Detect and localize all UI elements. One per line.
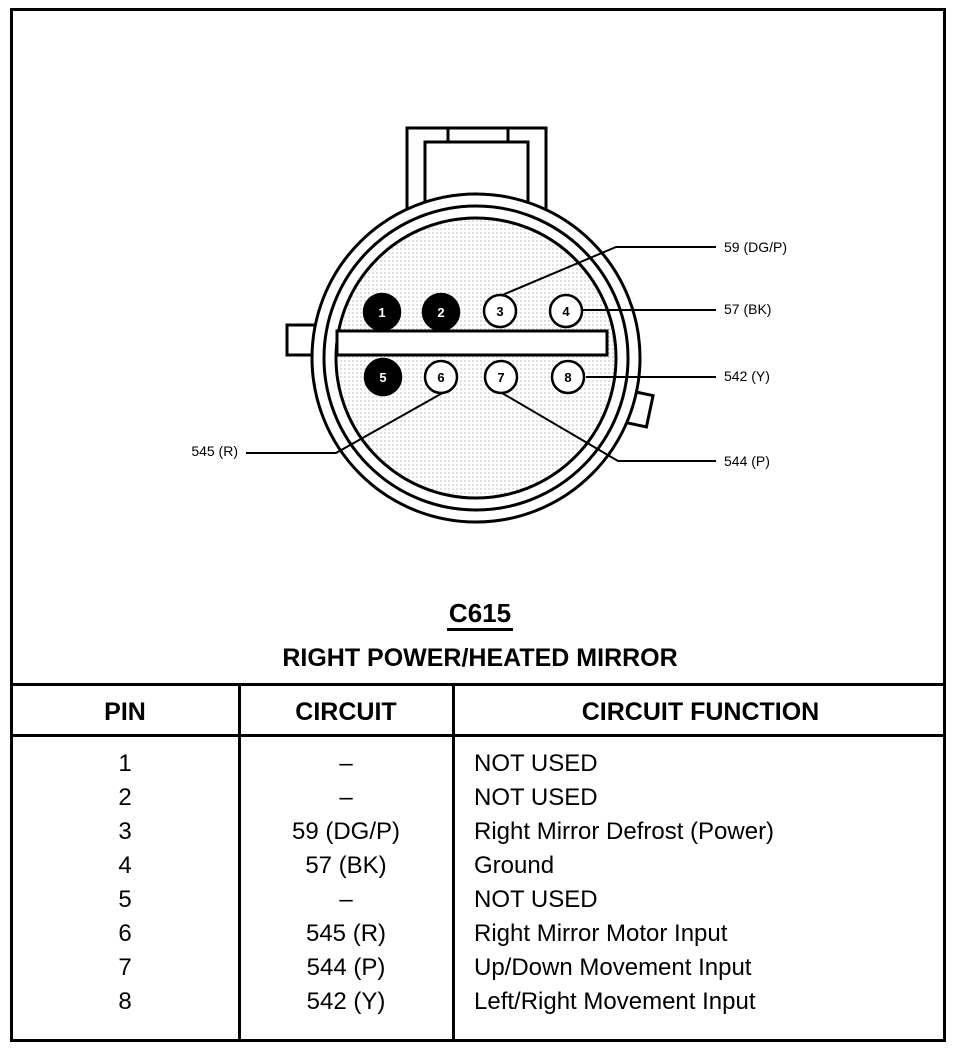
svg-text:7: 7 [497, 370, 504, 385]
row-5-function: NOT USED [474, 886, 598, 913]
pin-7: 7 [483, 359, 519, 395]
row-3-circuit: 59 (DG/P) [291, 818, 401, 845]
connector-id: C615 [0, 598, 960, 631]
wire-label-59: 59 (DG/P) [724, 239, 787, 255]
row-7-pin: 7 [118, 954, 132, 981]
wire-label-542: 542 (Y) [724, 368, 770, 384]
row-8-function: Left/Right Movement Input [474, 988, 756, 1015]
row-4-function: Ground [474, 852, 555, 879]
table-divider-1 [238, 685, 241, 1039]
pin-2: 2 [421, 292, 461, 332]
row-3-pin: 3 [118, 818, 132, 845]
pin-4: 4 [548, 293, 584, 329]
row-5-circuit: – [339, 886, 353, 913]
row-6-function: Right Mirror Motor Input [474, 920, 728, 947]
row-4-pin: 4 [118, 852, 132, 879]
pin-3: 3 [482, 293, 518, 329]
svg-text:3: 3 [496, 304, 503, 319]
row-3-function: Right Mirror Defrost (Power) [474, 818, 775, 845]
row-1-circuit: – [339, 750, 353, 777]
header-circuit-function: CIRCUIT FUNCTION [581, 698, 820, 726]
svg-text:8: 8 [564, 370, 571, 385]
row-2-circuit: – [339, 784, 353, 811]
svg-text:2: 2 [437, 305, 444, 320]
connector-housing [285, 126, 655, 524]
header-pin: PIN [104, 698, 146, 726]
wire-label-57: 57 (BK) [724, 301, 771, 317]
header-circuit: CIRCUIT [295, 698, 397, 726]
table-header-separator [10, 734, 946, 737]
table-top-border [10, 683, 946, 686]
figure-frame [10, 8, 946, 1042]
row-7-function: Up/Down Movement Input [474, 954, 752, 981]
pin-5: 5 [363, 357, 403, 397]
wire-label-545: 545 (R) [191, 443, 238, 459]
table-divider-2 [452, 685, 455, 1039]
pin-8: 8 [550, 359, 586, 395]
pin-6: 6 [423, 359, 459, 395]
connector-id-text: C615 [446, 598, 514, 631]
row-2-pin: 2 [118, 784, 132, 811]
row-2-function: NOT USED [474, 784, 598, 811]
connector-description: RIGHT POWER/HEATED MIRROR [282, 644, 678, 672]
row-7-circuit: 544 (P) [306, 954, 386, 981]
svg-text:1: 1 [378, 305, 385, 320]
row-8-pin: 8 [118, 988, 132, 1015]
wire-label-544: 544 (P) [724, 453, 770, 469]
pin-1: 1 [362, 292, 402, 332]
svg-text:4: 4 [562, 304, 570, 319]
row-1-function: NOT USED [474, 750, 598, 777]
row-5-pin: 5 [118, 886, 132, 913]
connector-diagram: 1 2 3 4 5 6 7 8 59 (DG/P) 57 (BK) 542 (Y… [191, 126, 787, 524]
svg-text:6: 6 [437, 370, 444, 385]
row-6-pin: 6 [118, 920, 132, 947]
row-6-circuit: 545 (R) [305, 920, 387, 947]
row-4-circuit: 57 (BK) [305, 852, 387, 879]
row-8-circuit: 542 (Y) [306, 988, 386, 1015]
svg-text:5: 5 [379, 370, 386, 385]
wire-leaders [246, 246, 716, 462]
row-1-pin: 1 [118, 750, 132, 777]
